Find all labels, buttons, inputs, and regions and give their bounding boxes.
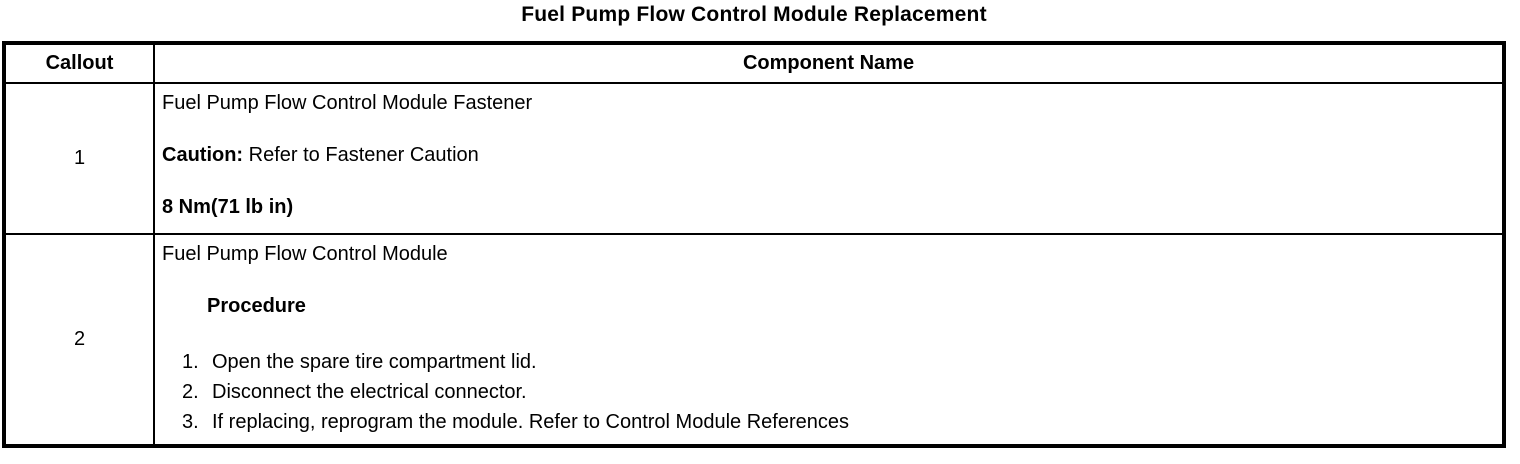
procedure-step: 1. Open the spare tire compartment lid. xyxy=(182,347,1494,377)
table-row: 1 Fuel Pump Flow Control Module Fastener… xyxy=(3,82,1505,235)
component-name-text: Fuel Pump Flow Control Module xyxy=(162,243,448,265)
step-number: 3. xyxy=(182,411,199,433)
caution-text: Refer to Fastener Caution xyxy=(243,144,479,166)
procedure-heading: Procedure xyxy=(207,295,306,317)
callout-number: 2 xyxy=(3,233,155,447)
torque-spec-text: 8 Nm(71 lb in) xyxy=(162,196,294,218)
component-cell: Fuel Pump Flow Control Module Procedure … xyxy=(153,233,1505,447)
procedure-step-list: 1. Open the spare tire compartment lid. 2… xyxy=(162,347,1494,437)
caution-line: Caution: Refer to Fastener Caution xyxy=(162,144,1494,166)
step-text: If replacing, reprogram the module. Refe… xyxy=(212,411,849,433)
column-header-callout: Callout xyxy=(3,42,155,84)
procedure-step: 3. If replacing, reprogram the module. Re… xyxy=(182,407,1494,437)
step-text: Disconnect the electrical connector. xyxy=(212,381,527,403)
table-row: 2 Fuel Pump Flow Control Module Procedur… xyxy=(3,233,1505,447)
callout-component-table: Callout Component Name 1 Fuel Pump Flow … xyxy=(2,41,1506,448)
step-text: Open the spare tire compartment lid. xyxy=(212,351,537,373)
procedure-step: 2. Disconnect the electrical connector. xyxy=(182,377,1494,407)
column-header-component-name: Component Name xyxy=(153,42,1505,84)
table-header-row: Callout Component Name xyxy=(3,42,1505,84)
caution-label: Caution: xyxy=(162,144,244,166)
step-number: 1. xyxy=(182,351,199,373)
step-number: 2. xyxy=(182,381,199,403)
component-name-text: Fuel Pump Flow Control Module Fastener xyxy=(162,92,533,114)
page-title: Fuel Pump Flow Control Module Replacemen… xyxy=(521,3,987,26)
component-cell: Fuel Pump Flow Control Module Fastener C… xyxy=(153,82,1505,235)
callout-number: 1 xyxy=(3,82,155,235)
